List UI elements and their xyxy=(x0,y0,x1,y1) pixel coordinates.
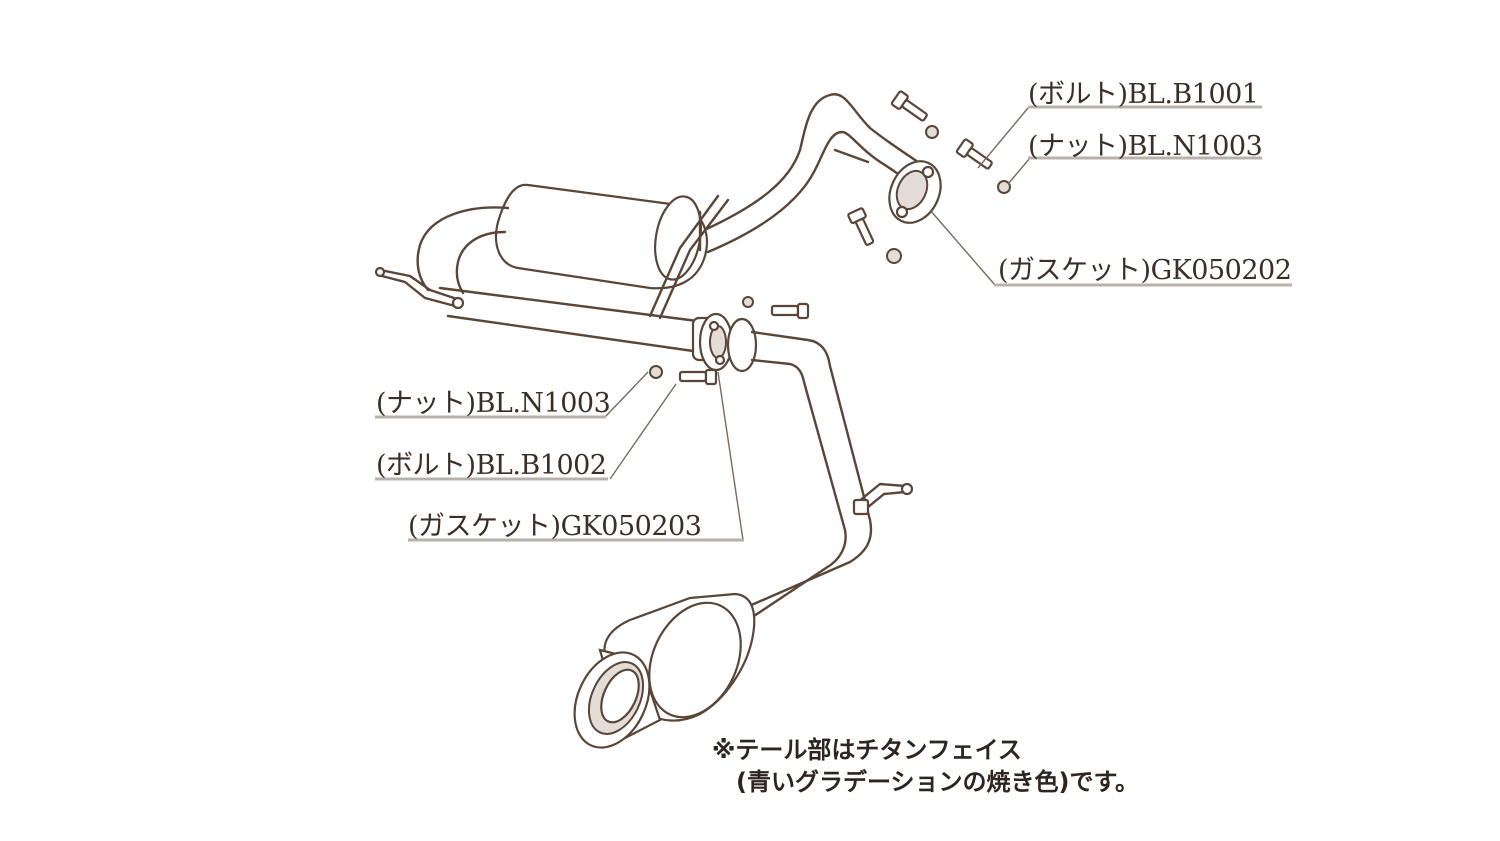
label-underlines xyxy=(375,105,1292,542)
tail-tip xyxy=(573,651,651,749)
middle-flange xyxy=(691,312,758,373)
loop-pipe xyxy=(416,206,510,295)
top-flange xyxy=(888,160,942,224)
left-hanger xyxy=(374,266,465,310)
middle-pipe xyxy=(438,286,707,354)
label-nut-n1003-mid: (ナット)BL.N1003 xyxy=(376,388,611,419)
silencer-hanger xyxy=(648,194,730,320)
label-bolt-b1002: (ボルト)BL.B1002 xyxy=(376,450,607,481)
label-gasket-gk050203: (ガスケット)GK050203 xyxy=(408,511,702,542)
leader-lines xyxy=(604,107,1031,541)
rear-pipe xyxy=(738,330,873,622)
label-nut-n1003-top: (ナット)BL.N1003 xyxy=(1028,131,1263,162)
titanium-face-note: ※テール部はチタンフェイス (青いグラデーションの焼き色)です。 xyxy=(712,734,1139,798)
rear-hanger xyxy=(852,482,914,516)
label-bolt-b1001: (ボルト)BL.B1001 xyxy=(1028,79,1259,110)
note-line-2: (青いグラデーションの焼き色)です。 xyxy=(736,768,1140,796)
label-gasket-gk050202: (ガスケット)GK050202 xyxy=(998,255,1292,286)
middle-hardware xyxy=(649,296,810,386)
front-pipe xyxy=(698,93,920,254)
note-line-1: ※テール部はチタンフェイス xyxy=(712,736,1022,764)
main-silencer xyxy=(494,183,709,290)
top-hardware xyxy=(847,90,1011,264)
